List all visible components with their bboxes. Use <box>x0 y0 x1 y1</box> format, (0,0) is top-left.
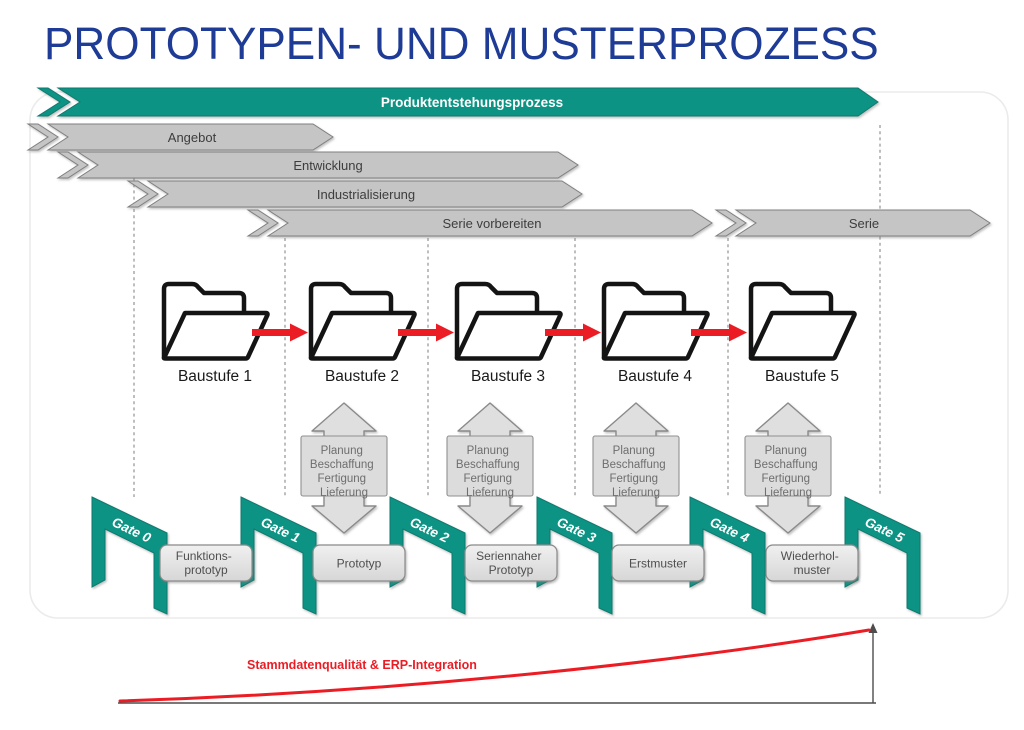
milestone-label: Seriennaher Prototyp <box>476 547 546 577</box>
banner-label: Serie <box>849 216 879 231</box>
transfer-arrow-icon <box>545 323 601 342</box>
cycle-steps: Planung Beschaffung Fertigung Lieferung <box>754 441 822 499</box>
banner-serie: Serie <box>714 209 991 237</box>
folder-icon <box>751 284 855 359</box>
milestones: Funktions- prototyp Prototyp Seriennaher… <box>159 544 859 582</box>
cycle-box <box>300 435 388 497</box>
banner-band <box>76 151 579 179</box>
transfer-arrow-icon <box>252 323 308 342</box>
chevron-tail-icon <box>26 123 59 151</box>
build-stage-row: Baustufe 1 Baustufe 2 Baustufe 3 Baustuf… <box>164 284 855 385</box>
banner-band <box>734 209 991 237</box>
folder-icon <box>311 284 415 359</box>
milestone-box: Funktions- prototyp <box>159 544 253 582</box>
arrowhead-icon <box>868 623 878 633</box>
stage-label: Baustufe 1 <box>178 368 252 385</box>
cycle-box <box>744 435 832 497</box>
gate-gridlines <box>133 125 881 497</box>
banner-label: Angebot <box>168 130 217 145</box>
quality-curve <box>118 628 871 703</box>
transfer-arrows <box>252 323 747 342</box>
transfer-arrow-icon <box>691 323 747 342</box>
curve-label: Stammdatenqualität & ERP-Integration <box>247 658 477 672</box>
cycle-group-4: Planung Beschaffung Fertigung Lieferung <box>744 402 832 534</box>
banner-band <box>146 180 583 208</box>
banner-entwicklung: Entwicklung <box>56 151 579 179</box>
milestone-box: Seriennaher Prototyp <box>464 544 558 582</box>
cycle-box <box>446 435 534 497</box>
banner-label: Serie vorbereiten <box>443 216 542 231</box>
cycle-steps: Planung Beschaffung Fertigung Lieferung <box>456 441 524 499</box>
cycle-group-3: Planung Beschaffung Fertigung Lieferung <box>592 402 680 534</box>
banner-angebot: Angebot <box>26 123 334 151</box>
banner-label: Produktentstehungsprozess <box>381 95 563 110</box>
gate-ribbon: Gate 0 <box>91 496 168 615</box>
milestone-box: Prototyp <box>312 544 406 582</box>
banner-serie-vorbereiten: Serie vorbereiten <box>246 209 713 237</box>
cycle-steps: Planung Beschaffung Fertigung Lieferung <box>310 441 378 499</box>
transfer-arrow-icon <box>398 323 454 342</box>
stage-label: Baustufe 3 <box>471 368 545 385</box>
chevron-tail-icon <box>246 209 279 237</box>
chevron-tail-icon <box>126 180 159 208</box>
cycle-box <box>592 435 680 497</box>
folder-icon <box>164 284 268 359</box>
quality-chart: Stammdatenqualität & ERP-Integration <box>118 623 878 704</box>
stage-label: Baustufe 5 <box>765 368 839 385</box>
stage-label: Baustufe 2 <box>325 368 399 385</box>
chevron-tail-icon <box>714 209 747 237</box>
milestone-box: Wiederhol- muster <box>765 544 859 582</box>
folder-icon <box>457 284 561 359</box>
banner-band <box>46 123 334 151</box>
milestone-label: Erstmuster <box>629 557 687 571</box>
cycle-steps: Planung Beschaffung Fertigung Lieferung <box>602 441 670 499</box>
chevron-tail-icon <box>56 151 89 179</box>
banner-band <box>56 87 879 117</box>
stage-label: Baustufe 4 <box>618 368 692 385</box>
folder-icon <box>604 284 708 359</box>
chevron-tail-icon <box>36 87 71 117</box>
milestone-label: Funktions- prototyp <box>176 547 236 577</box>
page-title: PROTOTYPEN- UND MUSTERPROZESS <box>44 18 879 69</box>
banner-label: Entwicklung <box>293 158 362 173</box>
banner-produktentstehungsprozess: Produktentstehungsprozess <box>36 87 879 117</box>
cycle-group-1: Planung Beschaffung Fertigung Lieferung <box>300 402 388 534</box>
banner-industrialisierung: Industrialisierung <box>126 180 583 208</box>
milestone-label: Wiederhol- muster <box>781 547 843 577</box>
banner-label: Industrialisierung <box>317 187 415 202</box>
cycle-group-2: Planung Beschaffung Fertigung Lieferung <box>446 402 534 534</box>
milestone-box: Erstmuster <box>611 544 705 582</box>
milestone-label: Prototyp <box>337 557 382 571</box>
banner-band <box>266 209 713 237</box>
